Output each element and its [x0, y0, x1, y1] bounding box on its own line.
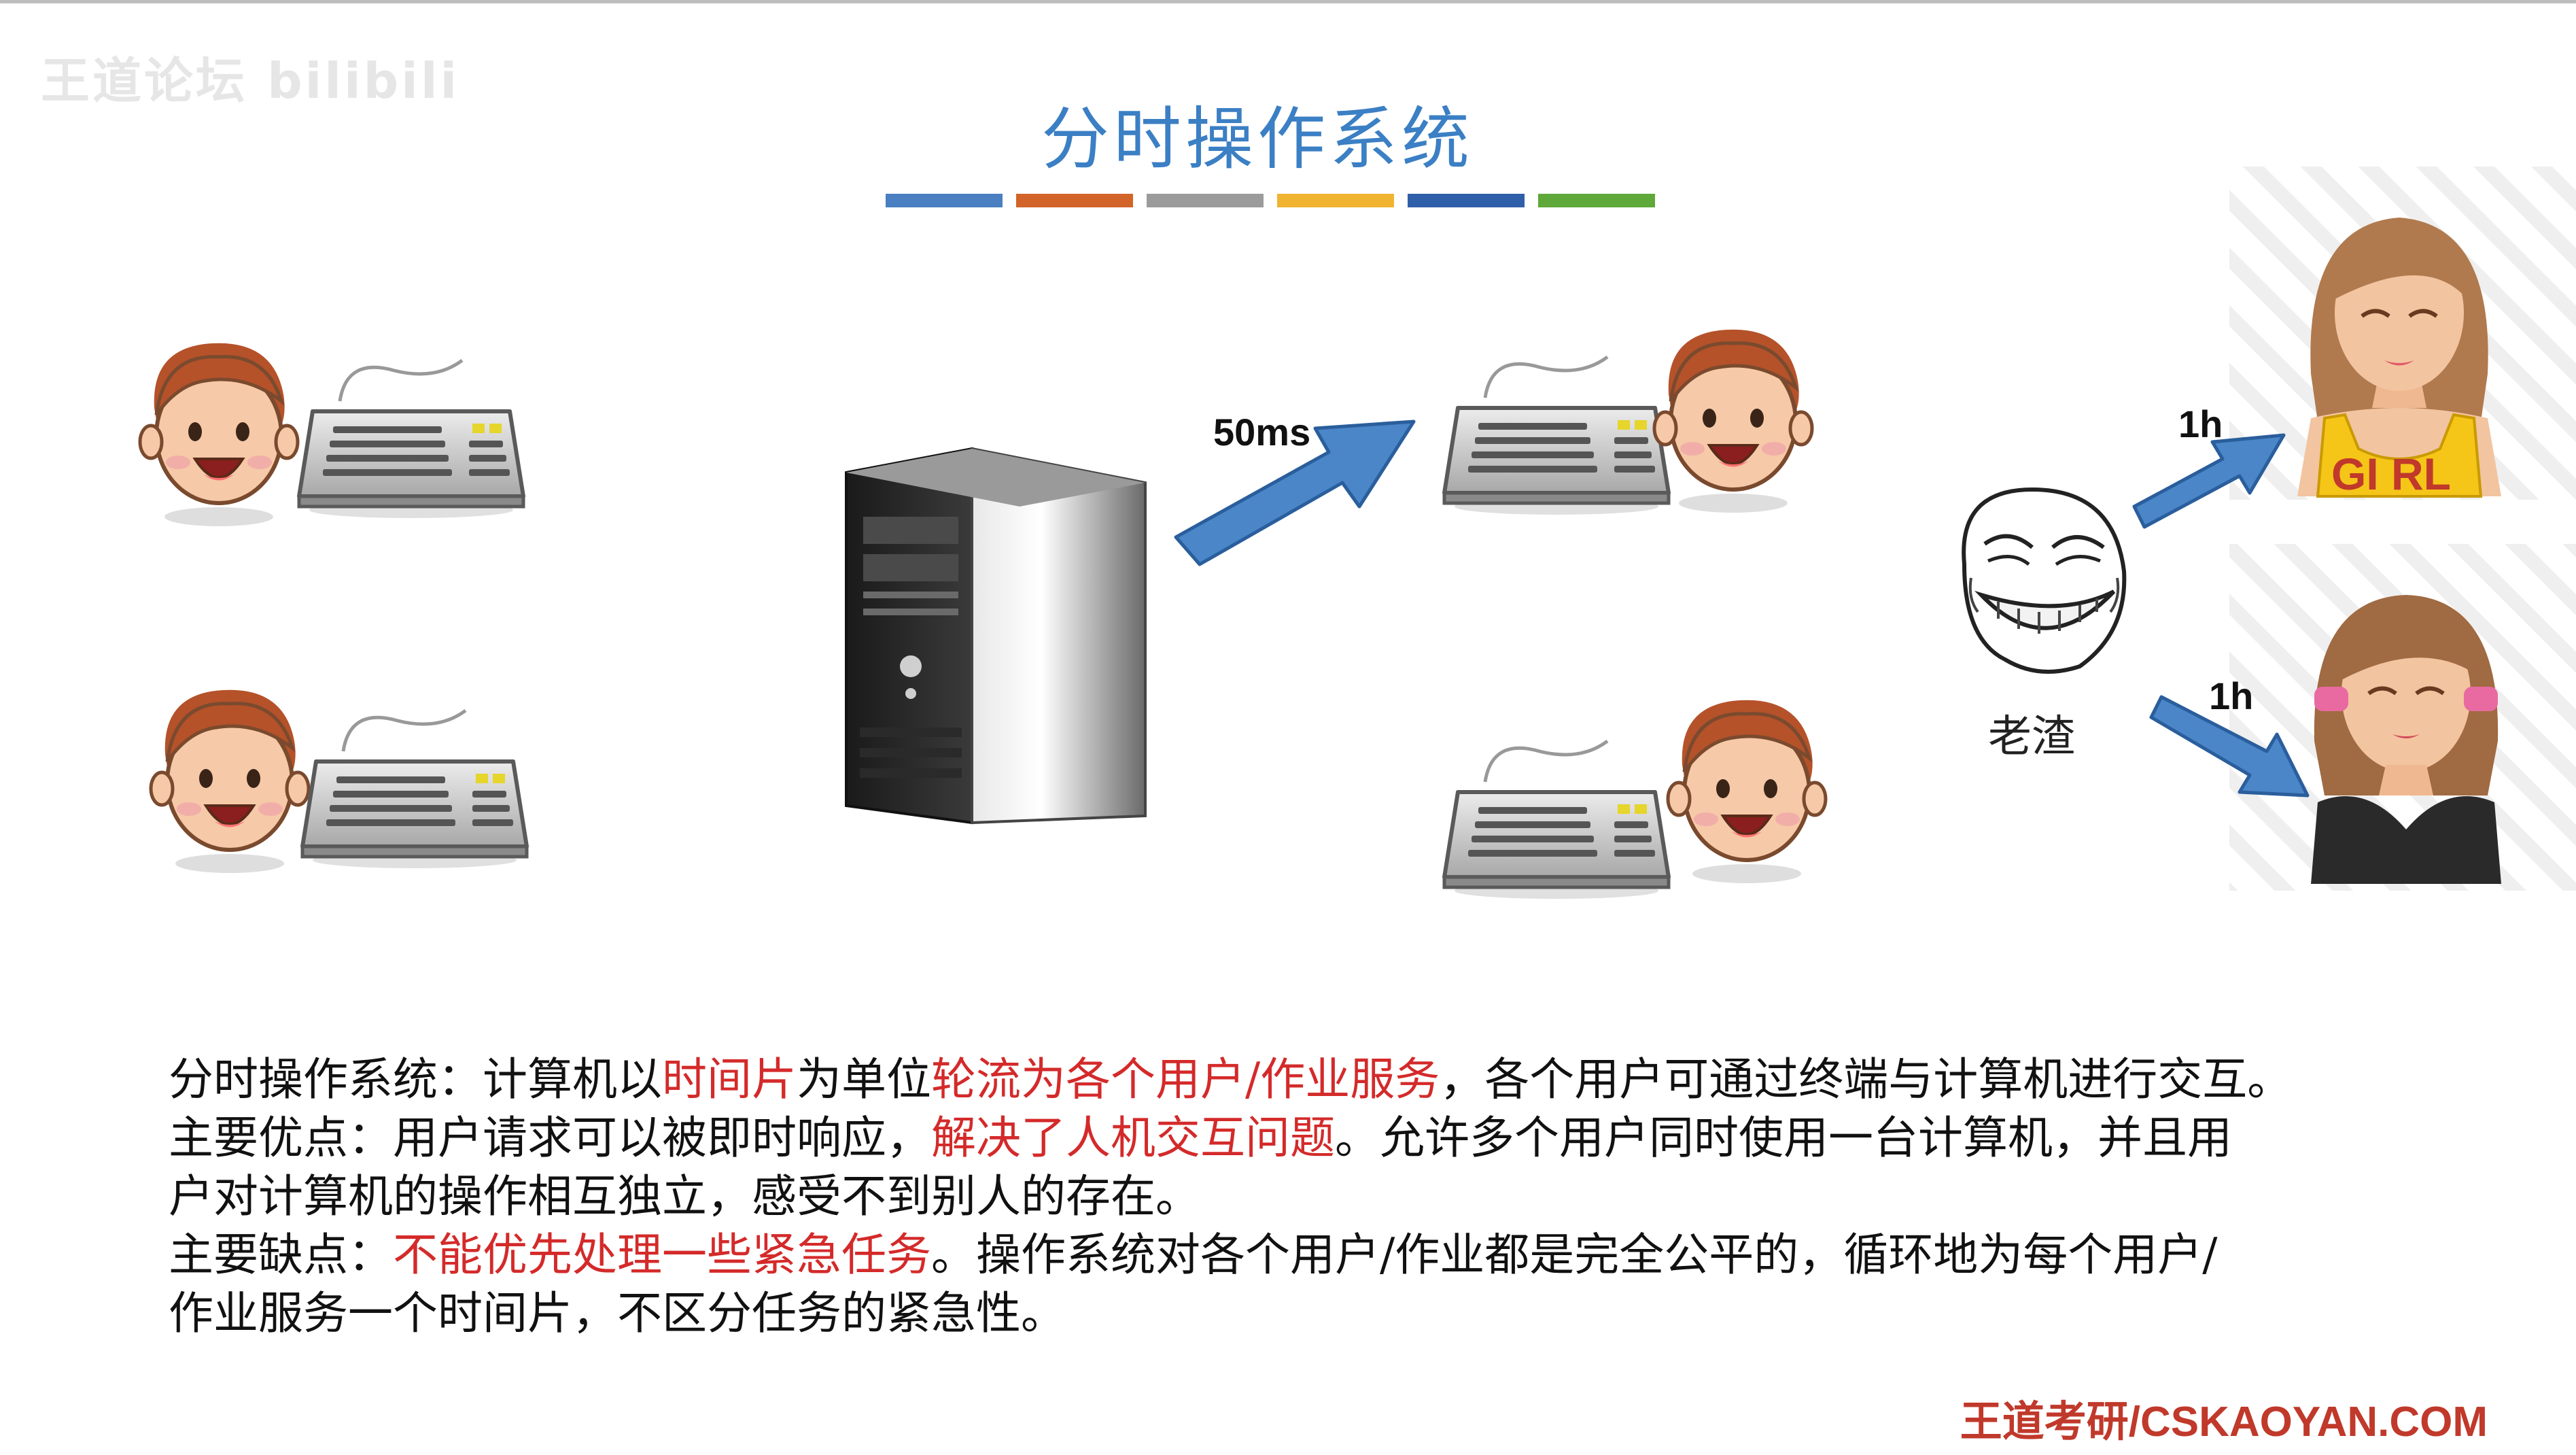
body-text: 分时操作系统：计算机以 [169, 1053, 662, 1106]
keyboard-top-right [1444, 357, 1669, 515]
body-text: 。允许多个用户同时使用一台计算机，并且用 [1335, 1112, 2232, 1164]
keyboard-top-left [299, 360, 523, 518]
color-bar-segment [1538, 194, 1655, 207]
description-line-3: 户对计算机的操作相互独立，感受不到别人的存在。 [169, 1167, 2479, 1226]
girl-shirt-text: GI RL [2331, 449, 2451, 499]
description-line-1: 分时操作系统：计算机以时间片为单位轮流为各个用户/作业服务，各个用户可通过终端与… [169, 1050, 2479, 1109]
description-line-2: 主要优点：用户请求可以被即时响应，解决了人机交互问题。允许多个用户同时使用一台计… [169, 1109, 2479, 1167]
arrow-to-girl-label: 1h [2178, 403, 2223, 445]
body-text: 主要缺点： [169, 1229, 393, 1281]
color-bar-segment [1277, 194, 1394, 207]
user-face-top-right [1654, 330, 1812, 513]
highlight-text: 轮流为各个用户/作业服务 [931, 1053, 1440, 1106]
color-bar-segment [1016, 194, 1133, 207]
body-text: ，各个用户可通过终端与计算机进行交互。 [1440, 1053, 2293, 1106]
footer-brand: 王道考研/CSKAOYAN.COM [1960, 1399, 2488, 1445]
top-border [0, 0, 2576, 3]
body-text: 主要优点：用户请求可以被即时响应， [169, 1112, 931, 1164]
watermark: 王道论坛 bilibili [41, 52, 460, 109]
body-text: 为单位 [797, 1053, 931, 1106]
description-line-5: 作业服务一个时间片，不区分任务的紧急性。 [169, 1284, 2479, 1343]
body-text: 。操作系统对各个用户/作业都是完全公平的，循环地为每个用户/ [931, 1229, 2218, 1281]
arrow-to-woman-label: 1h [2209, 674, 2253, 717]
color-bar-segment [1147, 194, 1264, 207]
user-face-top-left [140, 343, 298, 526]
woman-avatar-icon [2311, 595, 2501, 884]
color-bar-segment [886, 194, 1003, 207]
arrow-50ms [1174, 420, 1416, 566]
arrow-to-woman [2149, 695, 2310, 798]
troll-face-icon [1962, 487, 2127, 674]
scumbag-label: 老渣 [1988, 712, 2075, 762]
body-text: 户对计算机的操作相互独立，感受不到别人的存在。 [169, 1170, 1200, 1222]
highlight-text: 不能优先处理一些紧急任务 [393, 1229, 931, 1281]
user-face-bottom-left [151, 690, 309, 873]
color-bar-segment [1408, 194, 1525, 207]
keyboard-bottom-right [1444, 741, 1669, 899]
arrow-to-girl [2132, 433, 2286, 529]
slide-title: 分时操作系统 [1041, 99, 1474, 179]
keyboard-bottom-left [302, 711, 527, 868]
girl-avatar-icon [2297, 218, 2501, 498]
highlight-text: 解决了人机交互问题 [931, 1112, 1335, 1164]
body-text: 作业服务一个时间片，不区分任务的紧急性。 [169, 1287, 1066, 1339]
user-face-bottom-right [1668, 700, 1826, 883]
description-line-4: 主要缺点：不能优先处理一些紧急任务。操作系统对各个用户/作业都是完全公平的，循环… [169, 1226, 2479, 1284]
arrow-50ms-label: 50ms [1213, 411, 1310, 453]
description-text: 分时操作系统：计算机以时间片为单位轮流为各个用户/作业服务，各个用户可通过终端与… [169, 1050, 2479, 1343]
server-tower-icon [845, 447, 1147, 825]
highlight-text: 时间片 [662, 1053, 797, 1106]
